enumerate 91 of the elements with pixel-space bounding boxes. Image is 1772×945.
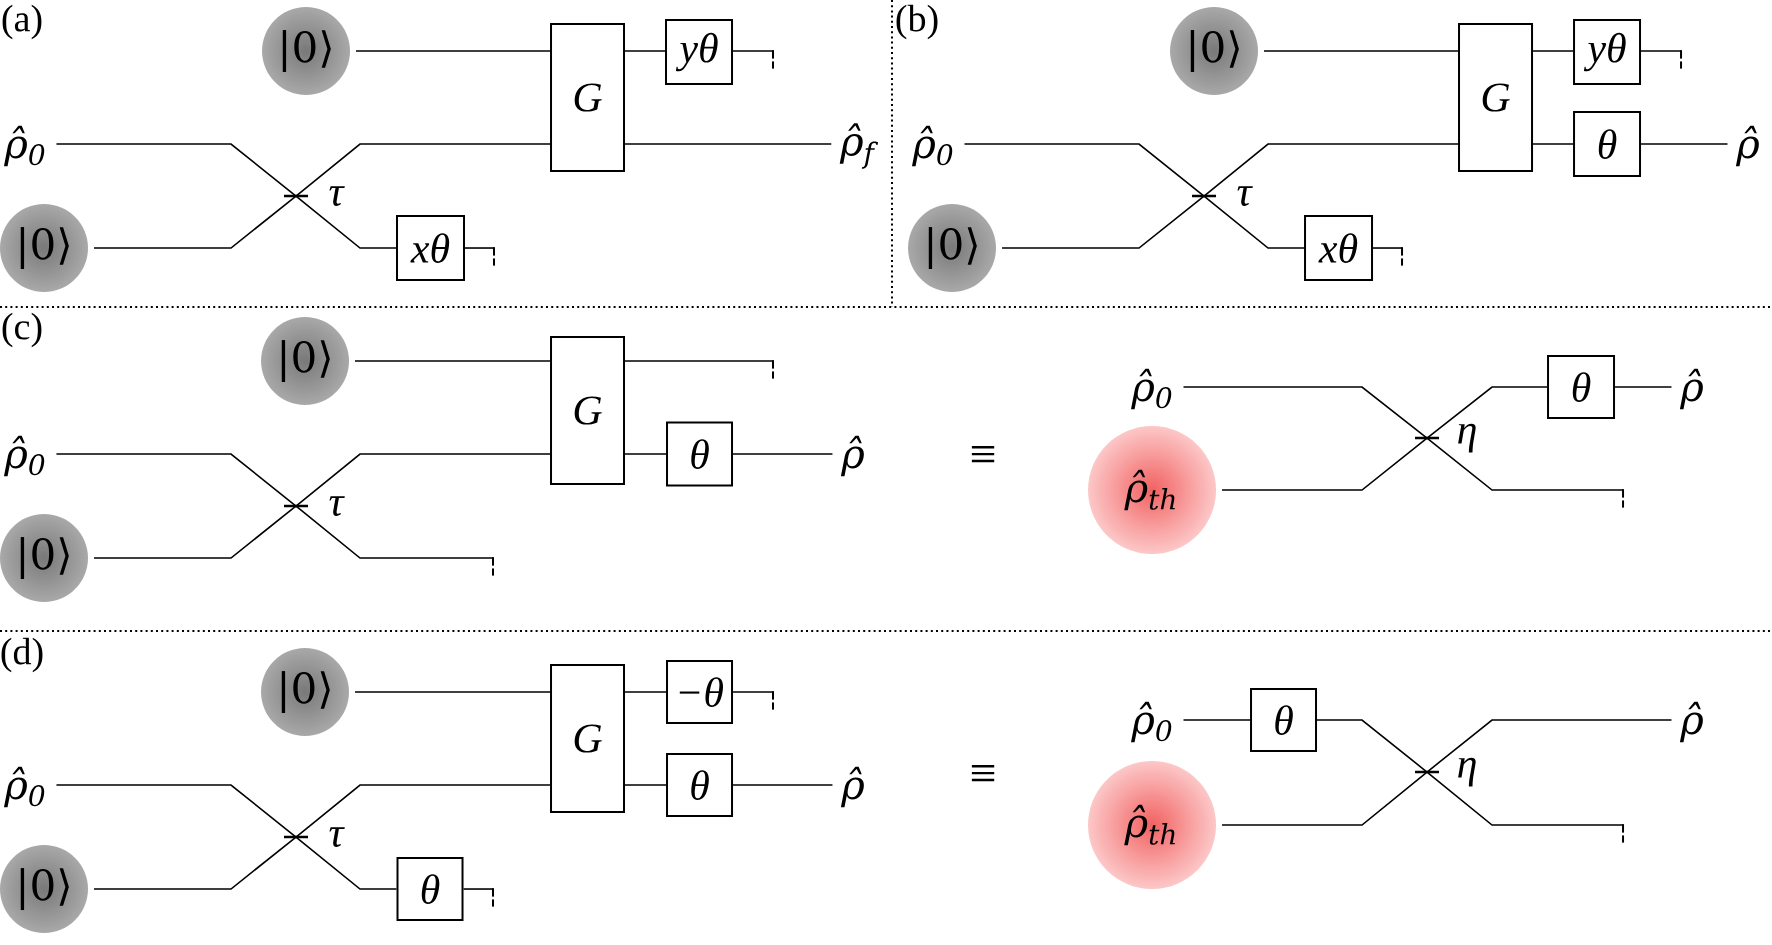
gate-box: xθ bbox=[1304, 215, 1374, 281]
wire bbox=[93, 505, 297, 559]
wire bbox=[732, 50, 775, 69]
gate-box: xθ bbox=[396, 215, 465, 281]
wire bbox=[1203, 143, 1459, 197]
wire bbox=[55, 784, 297, 838]
wire bbox=[624, 360, 775, 379]
wire bbox=[1221, 771, 1428, 826]
wire bbox=[93, 836, 297, 890]
state-label: ρ̂$_{f}$ bbox=[839, 123, 879, 169]
wire bbox=[1372, 247, 1404, 266]
gate-box: G bbox=[550, 23, 625, 172]
equivalence-sign: ≡ bbox=[971, 446, 995, 463]
wire bbox=[1203, 195, 1305, 249]
wire bbox=[1221, 437, 1428, 491]
beam-splitter-tick bbox=[1190, 194, 1218, 198]
splitter-label: τ bbox=[1237, 186, 1253, 206]
wire bbox=[295, 195, 397, 249]
beam-splitter-tick bbox=[1413, 770, 1441, 774]
wire bbox=[732, 691, 775, 710]
panel-label: (b) bbox=[896, 4, 938, 40]
wire bbox=[624, 784, 667, 786]
wire bbox=[624, 143, 833, 145]
wire bbox=[464, 247, 495, 266]
panel-label: (a) bbox=[2, 4, 42, 40]
splitter-label: τ bbox=[329, 186, 345, 206]
gate-box: G bbox=[1458, 23, 1534, 172]
wire bbox=[55, 453, 297, 507]
splitter-label: τ bbox=[329, 496, 345, 516]
state-label: ρ̂$_{0}$ bbox=[912, 125, 953, 167]
splitter-label: η bbox=[1458, 757, 1476, 787]
wire bbox=[295, 453, 551, 507]
gate-box: G bbox=[550, 336, 625, 485]
gate-box: yθ bbox=[665, 19, 734, 85]
wire bbox=[354, 691, 551, 693]
wire bbox=[1426, 437, 1625, 508]
gate-box: θ bbox=[1547, 355, 1616, 419]
wire bbox=[1263, 50, 1459, 52]
state-label: ρ̂$_{0}$ bbox=[3, 125, 45, 167]
wire bbox=[1182, 386, 1428, 439]
gate-box: θ bbox=[666, 753, 734, 817]
wire bbox=[624, 453, 667, 455]
wire bbox=[1182, 719, 1251, 721]
wire bbox=[732, 784, 834, 786]
wire bbox=[1316, 719, 1428, 773]
panel-label: (d) bbox=[1, 637, 43, 673]
wire bbox=[355, 50, 551, 52]
beam-splitter-tick bbox=[282, 194, 310, 198]
wire bbox=[1640, 143, 1729, 145]
wire bbox=[1426, 386, 1548, 439]
gate-box: G bbox=[550, 664, 625, 813]
gate-box: θ bbox=[1250, 688, 1317, 753]
gate-box: θ bbox=[666, 421, 734, 487]
state-label: ρ̂ bbox=[840, 435, 864, 477]
wire bbox=[295, 784, 551, 838]
equivalence-sign: ≡ bbox=[971, 765, 995, 782]
wire bbox=[295, 836, 398, 890]
state-label: ρ̂ bbox=[1679, 368, 1703, 410]
splitter-label: η bbox=[1458, 423, 1476, 453]
wire bbox=[963, 143, 1205, 197]
beam-splitter-tick bbox=[282, 835, 310, 839]
gate-box: θ bbox=[1573, 111, 1642, 177]
wire bbox=[1532, 50, 1574, 52]
wire bbox=[624, 691, 667, 693]
gate-box: θ bbox=[396, 857, 464, 922]
wire bbox=[295, 505, 494, 576]
state-label: ρ̂$_{0}$ bbox=[1131, 701, 1172, 743]
state-label: ρ̂ bbox=[1679, 701, 1703, 743]
state-label: ρ̂$_{0}$ bbox=[3, 766, 45, 808]
wire bbox=[55, 143, 297, 197]
state-label: ρ̂ bbox=[1735, 125, 1759, 167]
wire bbox=[1532, 143, 1574, 145]
splitter-label: τ bbox=[329, 827, 345, 847]
beam-splitter-tick bbox=[1413, 436, 1441, 440]
beam-splitter-tick bbox=[282, 504, 310, 508]
wire bbox=[1426, 771, 1625, 843]
state-label: ρ̂$_{0}$ bbox=[1131, 368, 1172, 410]
wire bbox=[295, 143, 551, 197]
wire bbox=[1640, 50, 1683, 69]
wire bbox=[93, 195, 297, 249]
wire bbox=[462, 888, 494, 907]
wire bbox=[354, 360, 551, 362]
wire bbox=[732, 453, 834, 455]
state-label: ρ̂ bbox=[840, 766, 864, 808]
gate-box: −θ bbox=[666, 660, 734, 724]
gate-box: yθ bbox=[1573, 19, 1642, 85]
wire bbox=[1001, 195, 1205, 249]
wire bbox=[624, 50, 666, 52]
state-label: ρ̂$_{0}$ bbox=[3, 435, 45, 477]
wire bbox=[1426, 719, 1673, 773]
wire bbox=[1614, 386, 1673, 388]
